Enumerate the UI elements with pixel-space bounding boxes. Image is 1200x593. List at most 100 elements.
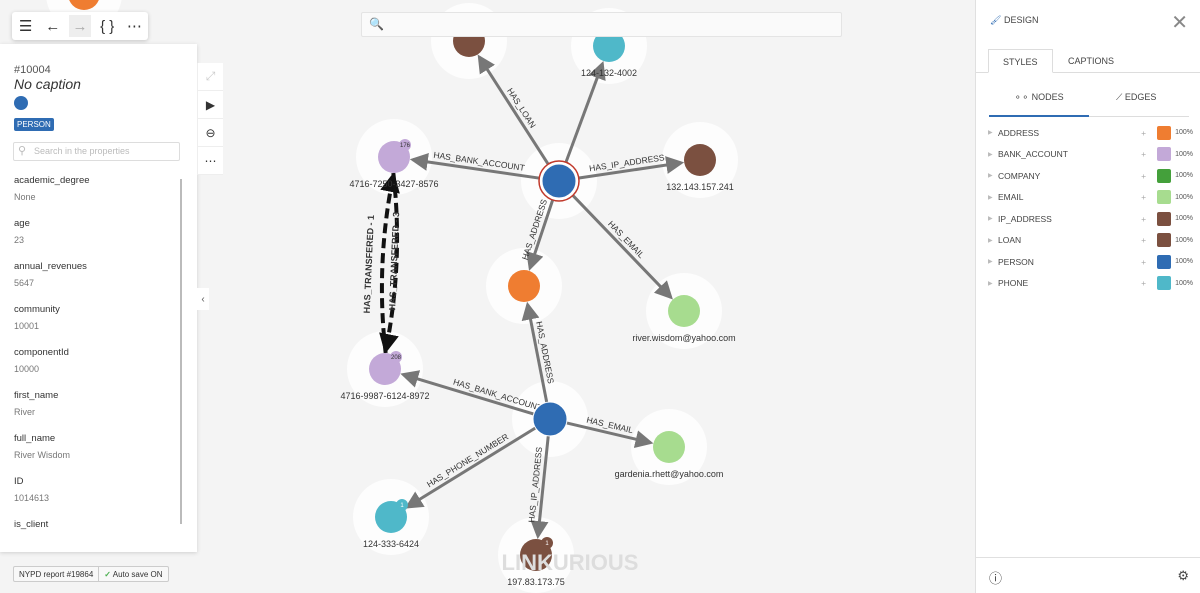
category-row[interactable]: ▶PERSON+100% xyxy=(988,251,1193,273)
menu-icon[interactable]: ☰ xyxy=(18,18,33,35)
color-swatch[interactable] xyxy=(1157,276,1172,291)
subtab-edges[interactable]: ⟋ EDGES xyxy=(1116,92,1156,103)
autosave-status[interactable]: ✓ Auto save ON xyxy=(98,567,167,581)
edge[interactable] xyxy=(530,434,550,540)
tab-captions[interactable]: CAPTIONS xyxy=(1068,56,1115,66)
property-value: 10001 xyxy=(14,321,40,331)
color-swatch[interactable] xyxy=(1157,168,1172,183)
add-icon[interactable]: + xyxy=(1141,278,1147,289)
back-arrow-icon[interactable]: ← xyxy=(45,17,61,35)
category-badge: PERSON xyxy=(14,118,54,131)
property-key: first_name xyxy=(14,390,59,401)
tab-styles[interactable]: STYLES xyxy=(988,49,1053,73)
graph-node-address[interactable] xyxy=(508,270,540,302)
property-key: componentId xyxy=(14,347,69,358)
graph-node-person[interactable] xyxy=(532,401,568,437)
category-row[interactable]: ▶PHONE+100% xyxy=(988,273,1193,295)
settings-gear-icon[interactable]: ⚙ xyxy=(1177,568,1189,583)
edge[interactable] xyxy=(400,370,536,416)
collapse-panel-button[interactable]: ‹ xyxy=(197,288,209,310)
expand-caret-icon[interactable]: ▶ xyxy=(988,130,993,137)
property-key: community xyxy=(14,304,60,315)
add-icon[interactable]: + xyxy=(1141,149,1147,160)
fit-screen-icon[interactable]: ⤢ xyxy=(198,63,223,91)
property-key: is_client xyxy=(14,519,49,530)
category-row[interactable]: ▶IP_ADDRESS+100% xyxy=(988,208,1193,230)
expand-caret-icon[interactable]: ▶ xyxy=(988,280,993,287)
expand-caret-icon[interactable]: ▶ xyxy=(988,237,993,244)
graph-node-phone[interactable]: 124-132-4002 xyxy=(581,30,637,78)
more-icon[interactable]: ⋯ xyxy=(198,147,223,175)
color-swatch[interactable] xyxy=(1157,147,1172,162)
edge[interactable] xyxy=(521,301,549,404)
graph-node-email[interactable]: river.wisdom@yahoo.com xyxy=(632,295,736,343)
edge[interactable] xyxy=(569,191,673,300)
opacity-value: 100% xyxy=(1175,129,1193,137)
add-icon[interactable]: + xyxy=(1141,213,1147,224)
graph-node-email[interactable]: gardenia.rhett@yahoo.com xyxy=(615,431,724,479)
category-row[interactable]: ▶EMAIL+100% xyxy=(988,187,1193,209)
nodes-icon: ⚬⚬ xyxy=(1014,92,1030,102)
graph-canvas[interactable]: HAS_LOANHAS_IP_ADDRESSHAS_EMAILHAS_ADDRE… xyxy=(0,0,975,593)
edge[interactable] xyxy=(409,152,544,181)
category-row[interactable]: ▶LOAN+100% xyxy=(988,230,1193,252)
node-label: river.wisdom@yahoo.com xyxy=(632,333,735,343)
graph-search-input[interactable]: 🔍 xyxy=(361,12,842,37)
scrollbar[interactable] xyxy=(180,179,182,524)
category-row[interactable]: ▶ADDRESS+100% xyxy=(988,122,1193,144)
category-name: EMAIL xyxy=(998,192,1024,203)
add-icon[interactable]: + xyxy=(1141,170,1147,181)
zoom-out-icon[interactable]: ⊖ xyxy=(198,119,223,147)
edge-transfer[interactable] xyxy=(379,172,400,354)
graph-node-person[interactable] xyxy=(538,160,580,202)
close-icon[interactable]: ✕ xyxy=(1171,12,1188,34)
add-icon[interactable]: + xyxy=(1141,192,1147,203)
graph-node-address[interactable] xyxy=(68,0,100,10)
edge[interactable] xyxy=(565,421,654,448)
graph-node-ip_address[interactable]: 132.143.157.241 xyxy=(666,144,734,192)
property-value: 23 xyxy=(14,235,25,245)
expand-caret-icon[interactable]: ▶ xyxy=(988,151,993,158)
help-icon[interactable]: ⓘ xyxy=(989,571,1003,586)
color-swatch[interactable] xyxy=(1157,254,1172,269)
add-icon[interactable]: + xyxy=(1141,256,1147,267)
edge-transfer[interactable] xyxy=(379,172,400,354)
category-name: LOAN xyxy=(998,235,1022,246)
node-label: 124-333-6424 xyxy=(363,539,419,549)
property-item: community 10001 xyxy=(14,304,179,347)
edge[interactable] xyxy=(526,195,556,271)
play-icon[interactable]: ▶ xyxy=(198,91,223,119)
category-name: PHONE xyxy=(998,278,1029,289)
add-icon[interactable]: + xyxy=(1141,235,1147,246)
node-label: 4716-7250-3427-8576 xyxy=(349,179,438,189)
node-label: 132.143.157.241 xyxy=(666,182,734,192)
expand-caret-icon[interactable]: ▶ xyxy=(988,194,993,201)
expand-caret-icon[interactable]: ▶ xyxy=(988,259,993,266)
category-row[interactable]: ▶BANK_ACCOUNT+100% xyxy=(988,144,1193,166)
code-braces-icon[interactable]: { } xyxy=(100,17,115,35)
forward-arrow-icon[interactable]: → xyxy=(68,15,91,37)
color-swatch[interactable] xyxy=(1157,233,1172,248)
category-row[interactable]: ▶COMPANY+100% xyxy=(988,165,1193,187)
expand-caret-icon[interactable]: ▶ xyxy=(988,173,993,180)
color-swatch[interactable] xyxy=(1157,211,1172,226)
edge[interactable] xyxy=(404,426,538,509)
property-value: 10000 xyxy=(14,364,40,374)
report-name[interactable]: NYPD report #19864 xyxy=(19,570,94,579)
expand-caret-icon[interactable]: ▶ xyxy=(988,216,993,223)
properties-search-input[interactable]: ⚲Search in the properties xyxy=(13,142,180,161)
edge[interactable] xyxy=(574,156,685,181)
color-swatch[interactable] xyxy=(1157,125,1172,140)
edge[interactable] xyxy=(477,54,552,169)
add-icon[interactable]: + xyxy=(1141,127,1147,138)
status-bar: NYPD report #19864 ✓ Auto save ON xyxy=(13,566,169,582)
edge[interactable] xyxy=(563,61,606,167)
color-swatch[interactable] xyxy=(1157,190,1172,205)
more-icon[interactable]: ⋯ xyxy=(126,18,142,35)
subtab-nodes[interactable]: ⚬⚬ NODES xyxy=(1014,92,1064,103)
